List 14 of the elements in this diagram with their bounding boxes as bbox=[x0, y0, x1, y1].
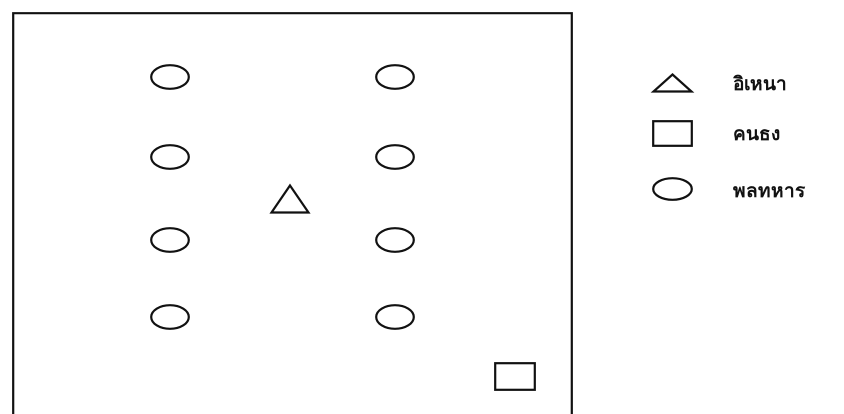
legend-label: คนธง bbox=[733, 125, 780, 144]
stage-frame bbox=[12, 12, 573, 414]
oval-symbol bbox=[150, 227, 190, 253]
legend-label: อิเหนา bbox=[733, 75, 787, 94]
oval-symbol bbox=[375, 144, 415, 170]
triangle-symbol bbox=[270, 184, 310, 214]
oval-symbol bbox=[150, 304, 190, 330]
oval-symbol bbox=[150, 64, 190, 90]
oval-symbol bbox=[150, 144, 190, 170]
legend-label: พลทหาร bbox=[733, 182, 805, 201]
oval-symbol bbox=[375, 64, 415, 90]
rectangle-symbol bbox=[494, 362, 536, 391]
oval-symbol bbox=[375, 304, 415, 330]
oval-symbol bbox=[375, 227, 415, 253]
